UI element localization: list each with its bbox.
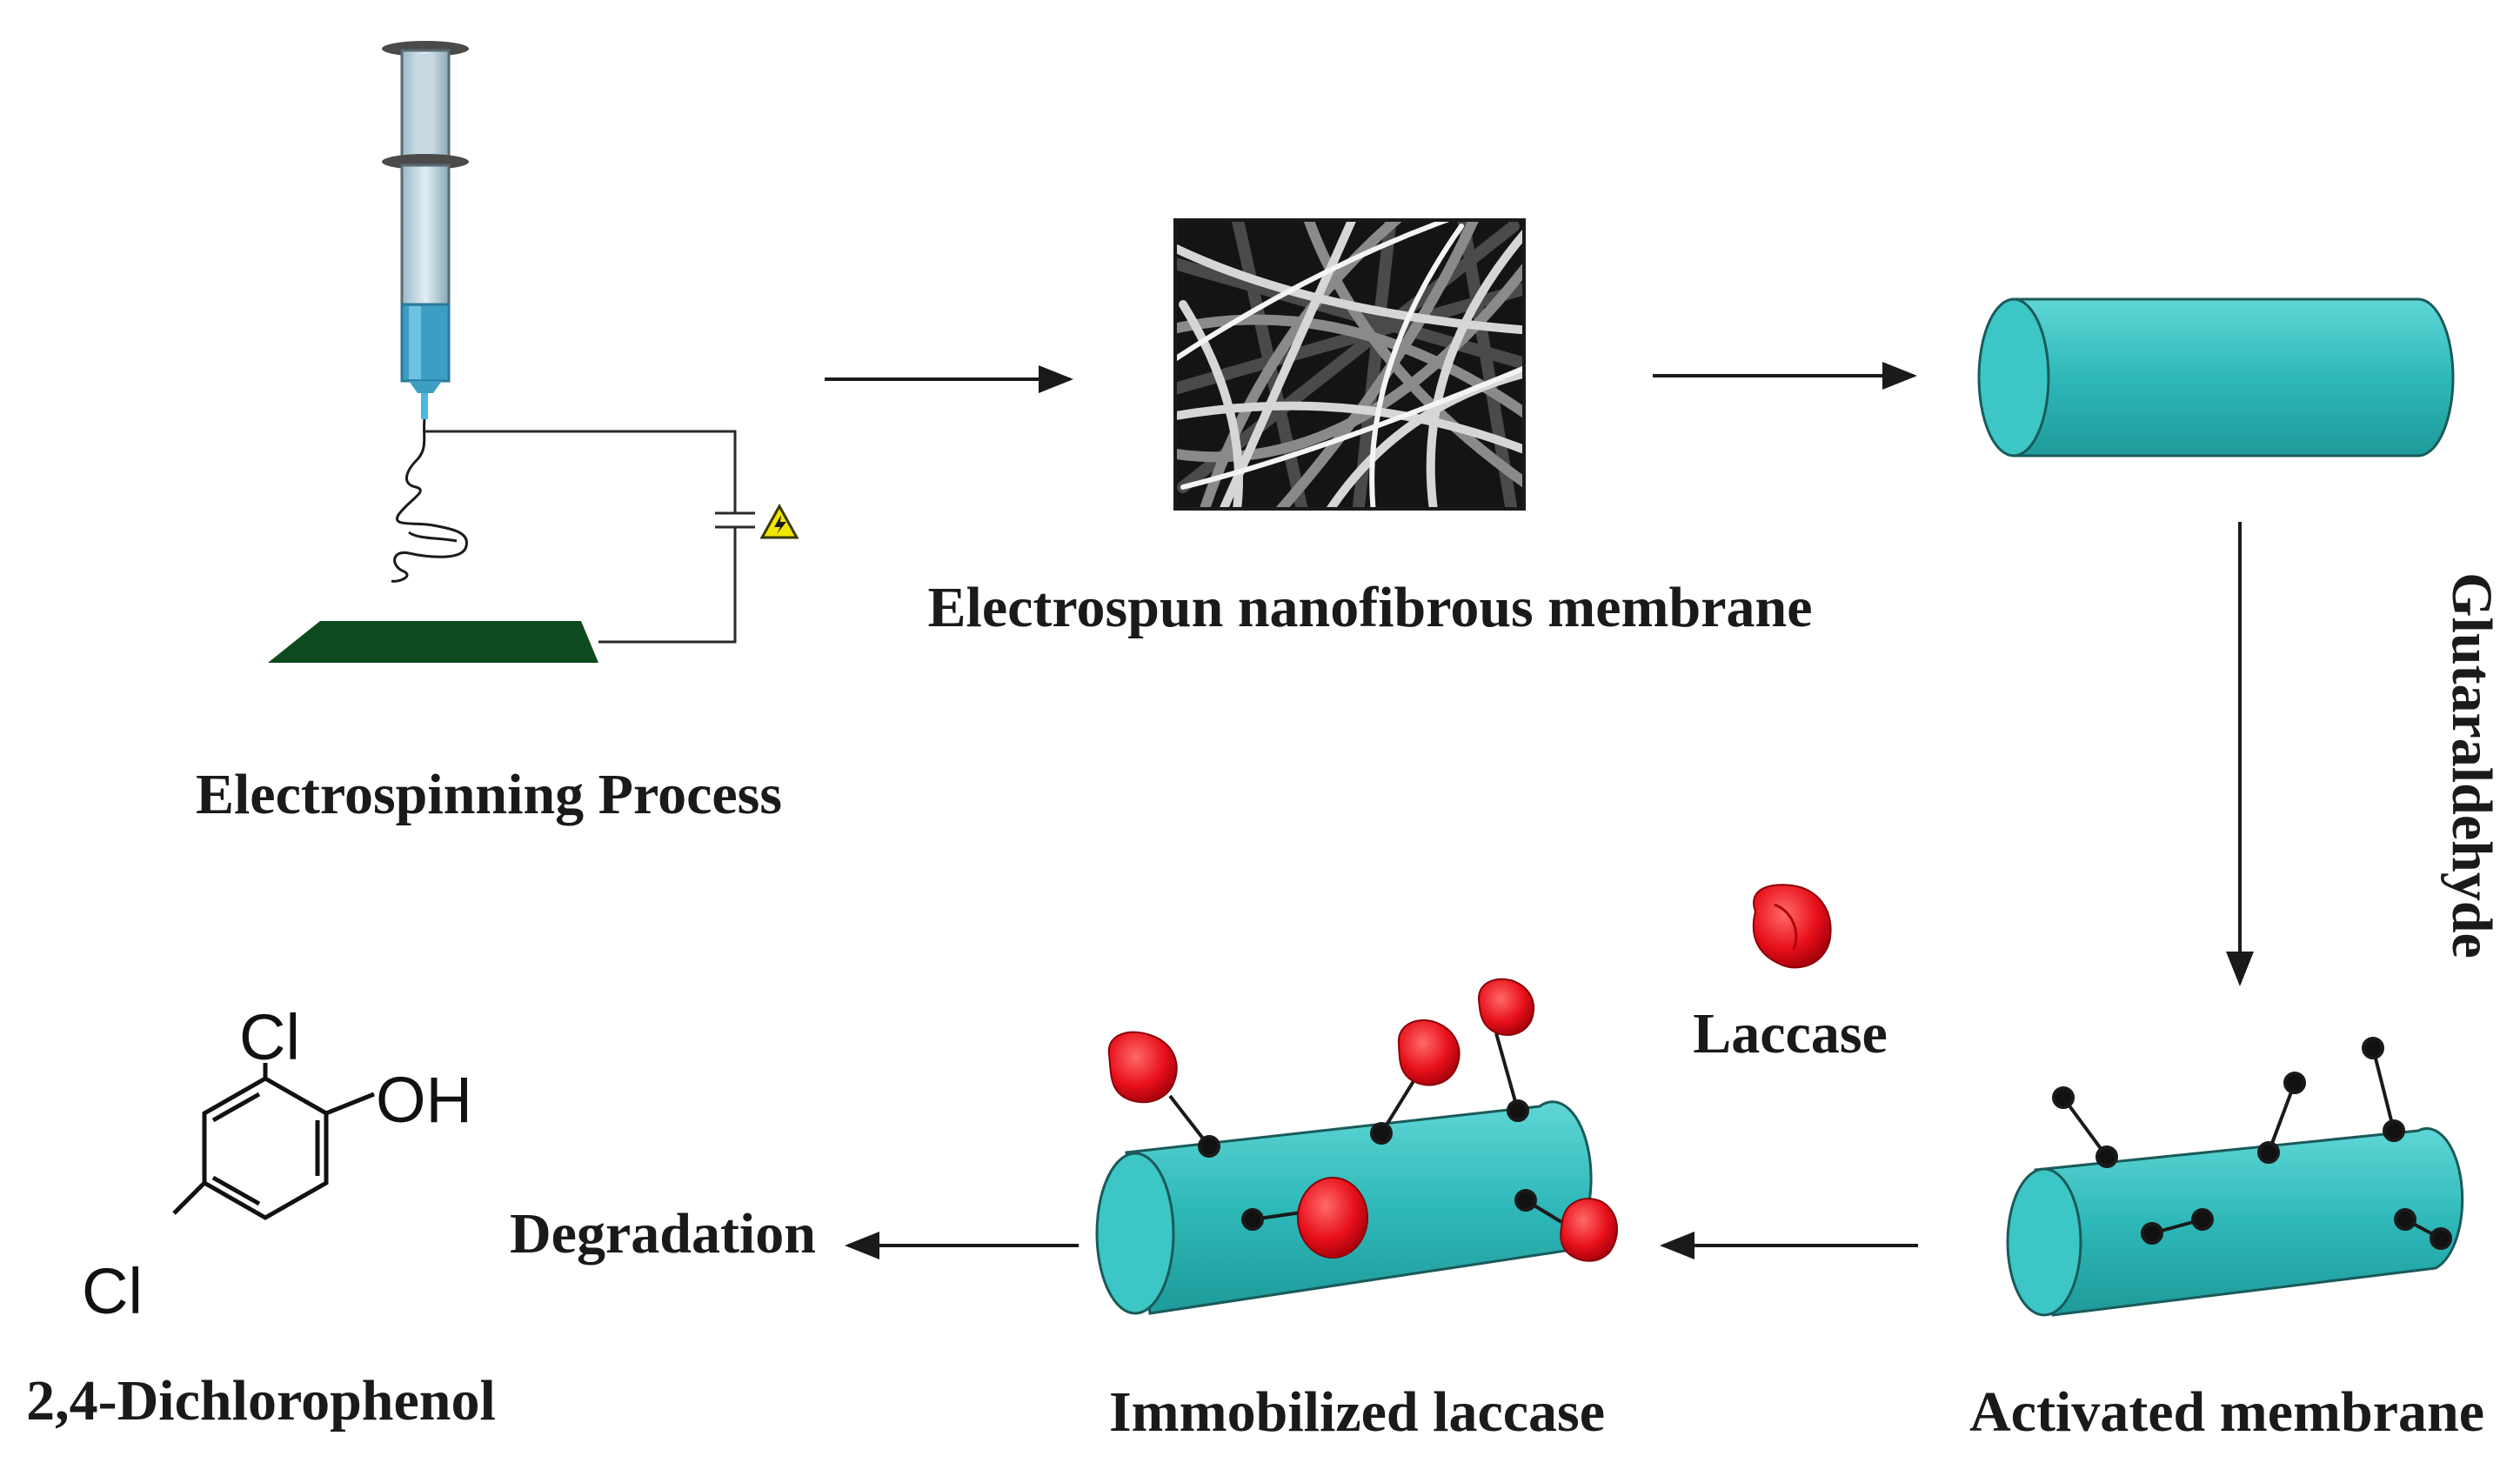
linker-arms — [2052, 1037, 2452, 1250]
arrows — [825, 362, 2254, 1259]
activated-membrane-cylinder — [2006, 1037, 2464, 1317]
bound-laccase-icons — [1107, 978, 1619, 1262]
chlorine-bottom-label: Cl — [82, 1255, 143, 1327]
compound-label: 2,4-Dichlorophenol — [26, 1369, 496, 1433]
laccase-label: Laccase — [1693, 1002, 1888, 1065]
fiber-jet — [391, 418, 468, 583]
circuit-wires — [424, 430, 755, 644]
collector-plate-icon — [268, 621, 598, 663]
immobilized-laccase-label: Immobilized laccase — [1109, 1380, 1605, 1444]
hydroxyl-label: OH — [376, 1064, 472, 1136]
degradation-label: Degradation — [510, 1202, 816, 1266]
syringe-icon — [382, 41, 469, 419]
high-voltage-warning-icon — [759, 503, 799, 539]
electrospinning-label: Electrospinning Process — [196, 763, 782, 826]
electrospinning-apparatus — [268, 41, 799, 663]
immobilized-laccase-cylinder — [1095, 978, 1619, 1315]
dichlorophenol-structure — [172, 1063, 375, 1220]
membrane-label: Electrospun nanofibrous membrane — [927, 576, 1812, 639]
sem-nanofiber-image — [1173, 218, 1526, 511]
glutaraldehyde-label: Glutaraldehyde — [2440, 572, 2503, 958]
laccase-enzyme-icon — [1752, 884, 1832, 969]
plain-fiber-cylinder — [1977, 297, 2455, 457]
chlorine-top-label: Cl — [239, 1001, 300, 1073]
activated-membrane-label: Activated membrane — [1969, 1380, 2484, 1444]
